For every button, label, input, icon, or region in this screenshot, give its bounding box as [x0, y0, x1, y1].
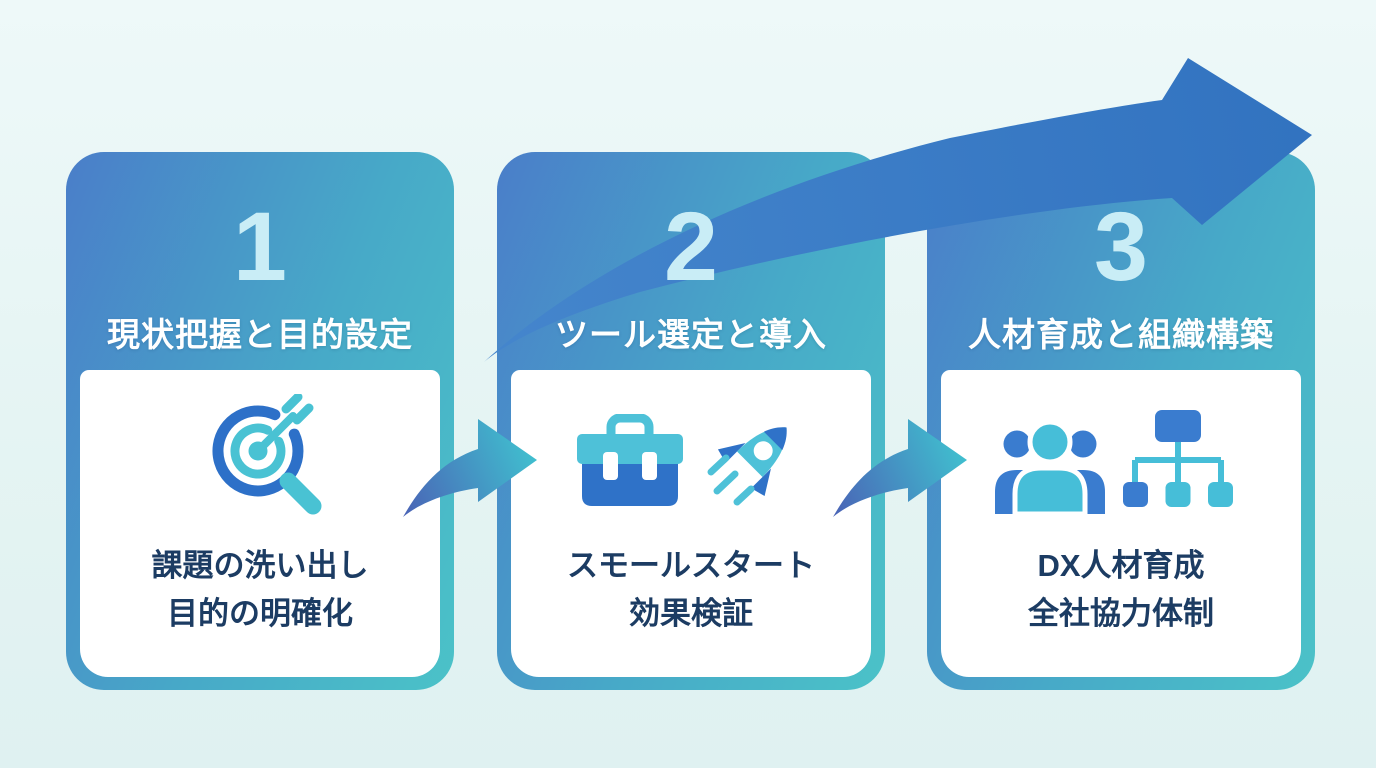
step-3-title: 人材育成と組織構築 [968, 316, 1274, 353]
step-card-2: 2 ツール選定と導入 スモールスタート 効果検証 [497, 152, 885, 690]
dart-feather-1 [281, 394, 303, 414]
target-outer-ring [212, 405, 304, 497]
step-2-number: 2 [664, 192, 718, 301]
magnifier-handle [279, 472, 322, 515]
org-chart-icon [1123, 410, 1233, 507]
team-member-center-body [1012, 465, 1088, 514]
toolbox-latch-left [603, 452, 618, 480]
step-3-line-2: 全社協力体制 [1028, 596, 1214, 631]
org-chart-connectors [1132, 442, 1224, 482]
target-magnifier-icon [212, 394, 322, 515]
team-member-right-head [1069, 430, 1097, 458]
rocket-speed-line-1 [707, 454, 730, 476]
step-1-line-2: 目的の明確化 [167, 596, 353, 631]
rocket-fin-left [717, 443, 746, 463]
org-chart-child-right [1208, 482, 1233, 507]
dart-feather-2 [292, 403, 314, 425]
team-member-center-head [1027, 419, 1073, 465]
step-2-title: ツール選定と導入 [555, 316, 827, 353]
step-3-panel [941, 370, 1301, 677]
step-3-number: 3 [1094, 192, 1148, 301]
step-1-panel [80, 370, 440, 677]
toolbox-latch-right [642, 452, 657, 480]
team-icon [995, 419, 1105, 514]
step-1-description: 課題の洗い出し 目的の明確化 [66, 542, 454, 638]
step-1-title: 現状把握と目的設定 [107, 316, 413, 353]
rocket-nose [763, 427, 787, 451]
rocket-window [753, 441, 773, 461]
step-2-line-1: スモールスタート [567, 548, 815, 583]
rocket-speed-line-3 [733, 485, 755, 506]
org-chart-root-node [1155, 410, 1201, 442]
step-3-line-1: DX人材育成 [1037, 548, 1205, 583]
toolbox-icon [577, 414, 683, 506]
step-2-panel [511, 370, 871, 677]
step-3-description: DX人材育成 全社協力体制 [927, 542, 1315, 638]
toolbox-body [582, 464, 678, 506]
step-card-1: 1 現状把握と目的設定 課題の洗い出し 目的の明確化 [66, 152, 454, 690]
step-card-3: 3 人材育成と組織構築 DX人材育成 全社協力体制 [927, 152, 1315, 690]
org-chart-child-middle [1165, 482, 1191, 507]
step-1-number: 1 [233, 192, 287, 301]
rocket-speed-line-2 [713, 470, 739, 495]
step-2-description: スモールスタート 効果検証 [497, 542, 885, 638]
org-chart-child-left [1123, 482, 1148, 507]
step-1-line-1: 課題の洗い出し [151, 548, 369, 583]
rocket-icon [707, 427, 787, 506]
team-member-left-head [1003, 430, 1031, 458]
target-middle-ring [230, 423, 286, 479]
step-2-line-2: 効果検証 [629, 596, 753, 631]
toolbox-lid [577, 434, 683, 464]
rocket-fin-right [751, 468, 771, 497]
dart-shaft [254, 412, 297, 455]
